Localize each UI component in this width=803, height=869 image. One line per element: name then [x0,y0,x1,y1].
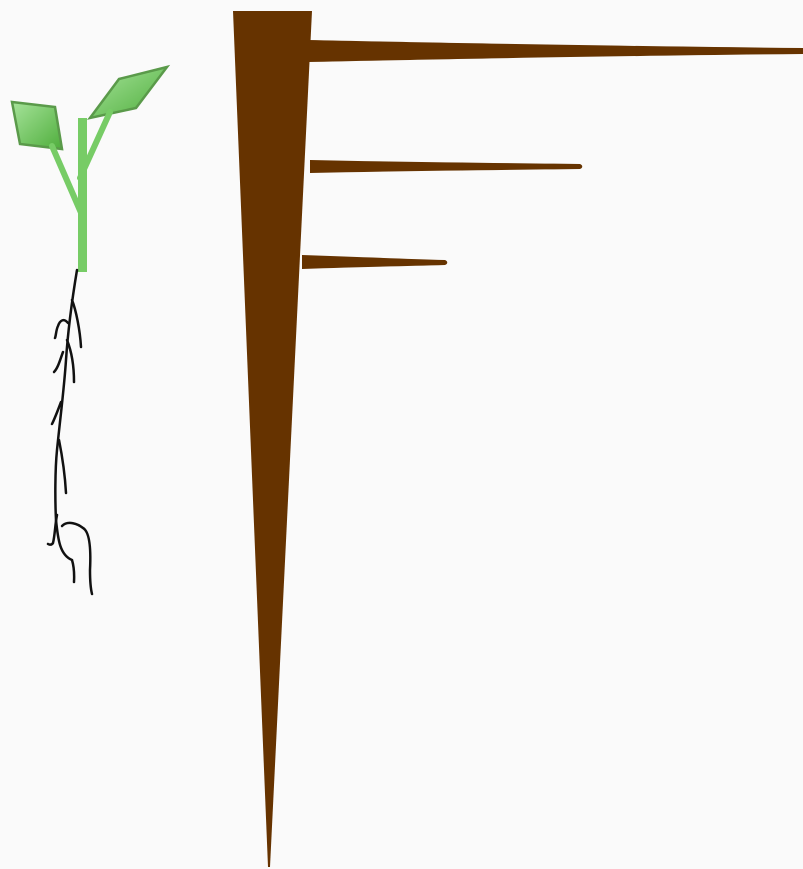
main-stem [78,118,87,272]
left-leaf [12,102,62,149]
